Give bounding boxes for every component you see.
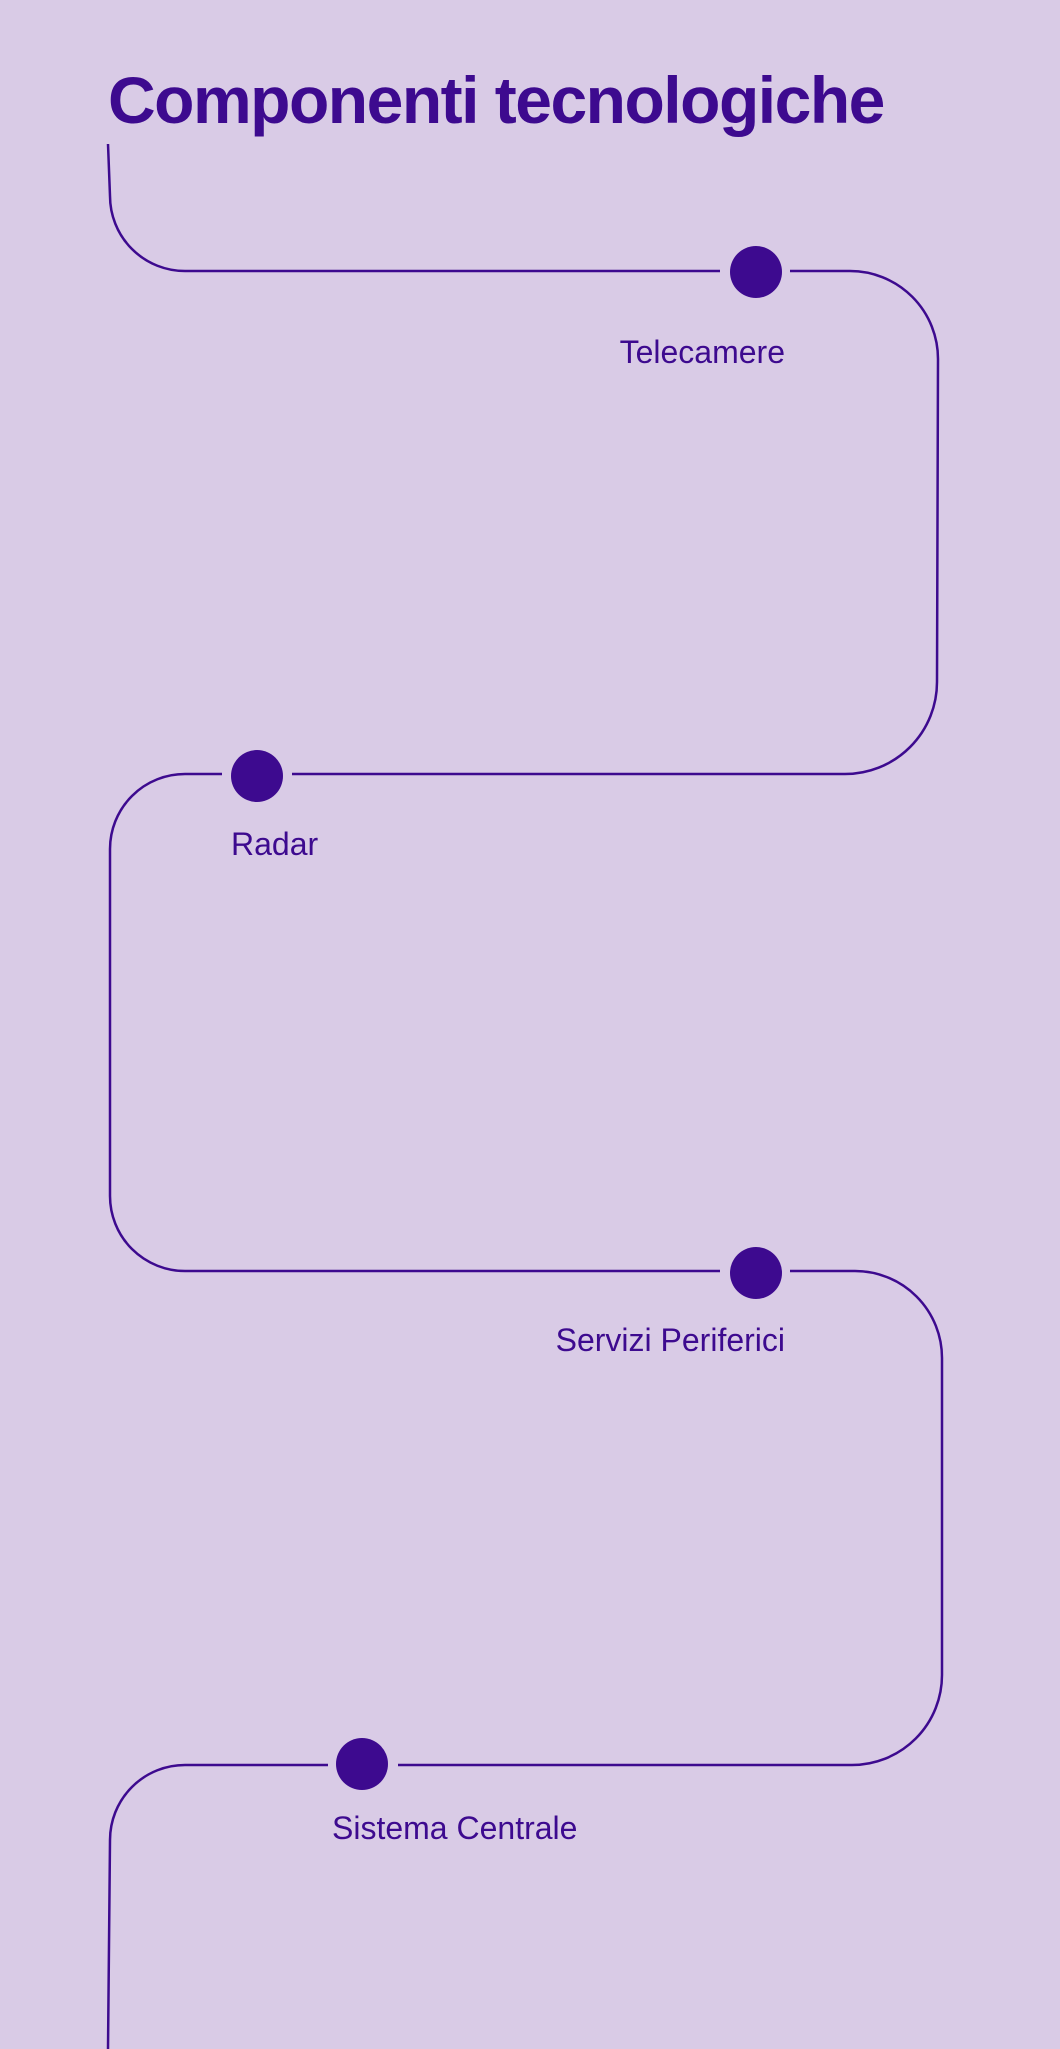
page-title: Componenti tecnologiche (108, 63, 885, 137)
step-label-servizi-periferici: Servizi Periferici (555, 1322, 785, 1358)
timeline-path (106, 143, 944, 2049)
step-label-telecamere: Telecamere (619, 334, 785, 370)
timeline-node-1 (730, 246, 782, 298)
step-label-sistema-centrale: Sistema Centrale (332, 1810, 578, 1846)
timeline-node-2 (231, 750, 283, 802)
timeline-node-3 (730, 1247, 782, 1299)
step-label-radar: Radar (231, 826, 319, 862)
timeline-node-4 (336, 1738, 388, 1790)
